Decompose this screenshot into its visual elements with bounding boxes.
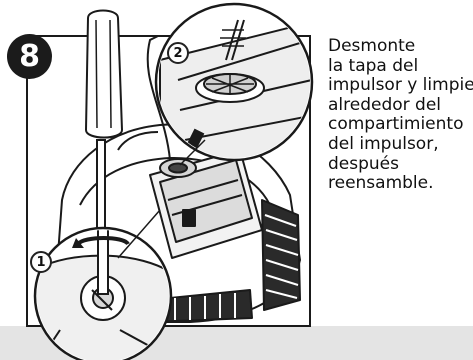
instruction-line: la tapa del [328, 55, 419, 76]
rotate-arrow-icon [76, 236, 130, 246]
hose [146, 35, 171, 161]
instruction-line: después [328, 153, 399, 174]
screw-detail-inset [33, 226, 173, 360]
impeller-detail-inset [154, 2, 314, 162]
instruction-line: reensamble. [328, 173, 434, 194]
instruction-line: alrededor del [328, 94, 442, 115]
instruction-line: Desmonte [328, 36, 416, 56]
instruction-line: del impulsor, [328, 133, 439, 154]
callout-2: 2 [167, 42, 189, 64]
screwdriver [84, 9, 124, 301]
robot-cleaner-illustration [26, 2, 314, 360]
instruction-line: impulsor y limpie [328, 75, 473, 96]
step-number-badge: 8 [7, 34, 52, 79]
callout-1: 1 [30, 251, 52, 273]
instruction-text: Desmonte la tapa del impulsor y limpie a… [328, 36, 473, 194]
instruction-line: compartimiento [328, 114, 464, 135]
